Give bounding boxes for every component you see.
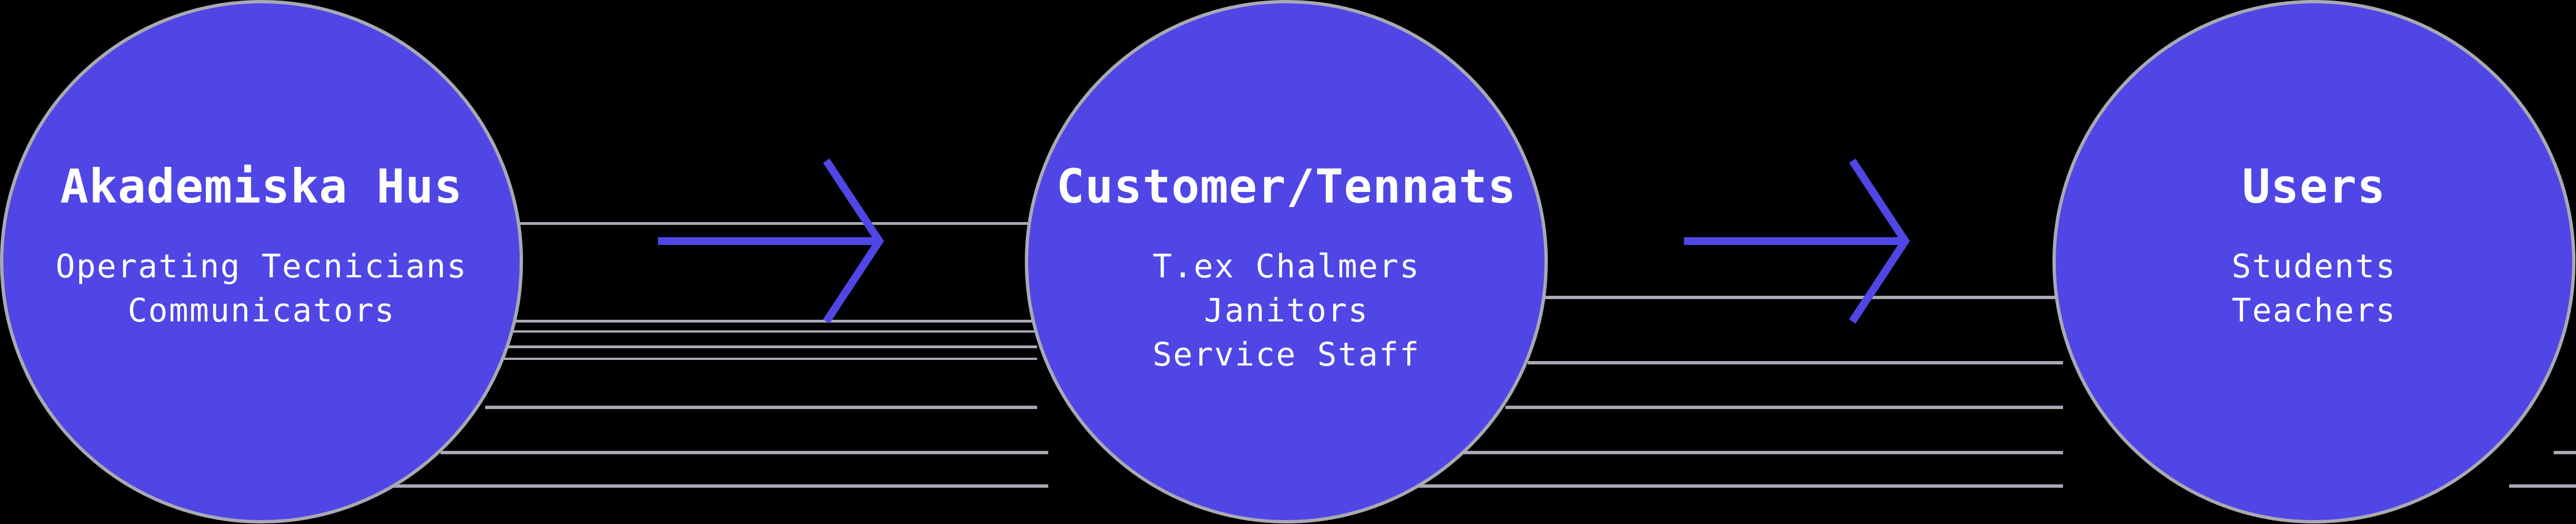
node-title: Users xyxy=(2242,159,2386,214)
role-item: Service Staff xyxy=(1153,335,1420,373)
node-users: Users Students Teachers xyxy=(2052,0,2575,523)
role-item: Teachers xyxy=(2231,291,2396,329)
role-item: Operating Tecnicians xyxy=(55,247,468,285)
role-item: Janitors xyxy=(1204,291,1369,329)
node-title: Customer/Tennats xyxy=(1056,159,1517,214)
node-roles-list: Operating Tecnicians Communicators xyxy=(3,244,520,333)
node-roles-list: Students Teachers xyxy=(2056,244,2572,333)
node-title: Akademiska Hus xyxy=(60,159,463,214)
arrow-right-icon xyxy=(1684,158,1910,324)
arrow-right-icon xyxy=(658,158,884,324)
node-akademiska-hus: Akademiska Hus Operating Tecnicians Comm… xyxy=(0,0,523,523)
node-roles-list: T.ex Chalmers Janitors Service Staff xyxy=(1028,244,1544,377)
role-item: Communicators xyxy=(128,291,395,329)
role-item: Students xyxy=(2231,247,2396,285)
node-customer-tenants: Customer/Tennats T.ex Chalmers Janitors … xyxy=(1025,0,1548,523)
role-item: T.ex Chalmers xyxy=(1153,247,1420,285)
